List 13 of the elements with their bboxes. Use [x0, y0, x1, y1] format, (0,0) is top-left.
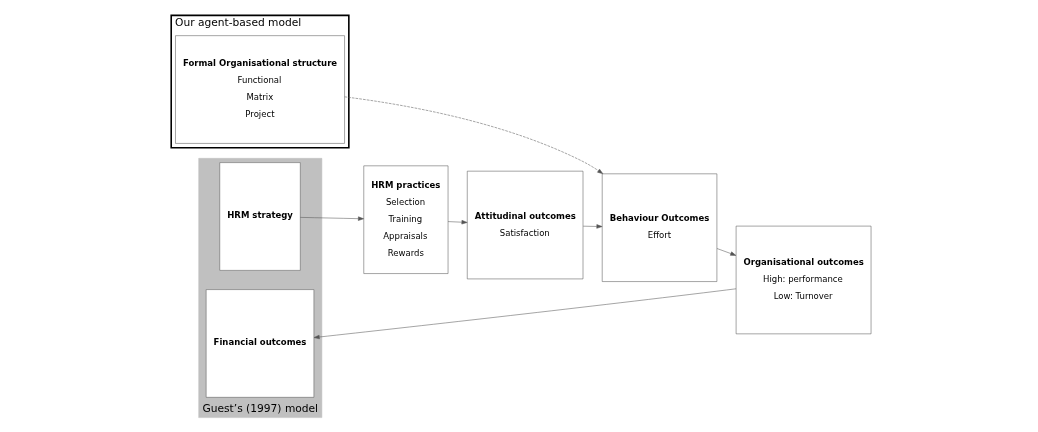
- arrow: [447, 219, 468, 224]
- arrow: [313, 288, 737, 339]
- node-box: Behaviour Outcomes Effort: [601, 173, 718, 282]
- arrow: [344, 96, 604, 174]
- node-box: Financial outcomes: [205, 288, 315, 398]
- node-box: HRM strategy: [219, 161, 301, 271]
- node-box: Organisational outcomes High: performance Low: Turnover: [735, 225, 872, 334]
- arrow: [300, 216, 364, 221]
- node-box: Attitudinal outcomes Satisfaction: [467, 170, 584, 279]
- arrow: [582, 223, 603, 229]
- node-box: HRM practices Selection Training Appraisals Rewards: [363, 165, 449, 274]
- arrow: [716, 247, 737, 256]
- node-box: Formal Organisational structure Functional Matrix Project: [175, 34, 345, 144]
